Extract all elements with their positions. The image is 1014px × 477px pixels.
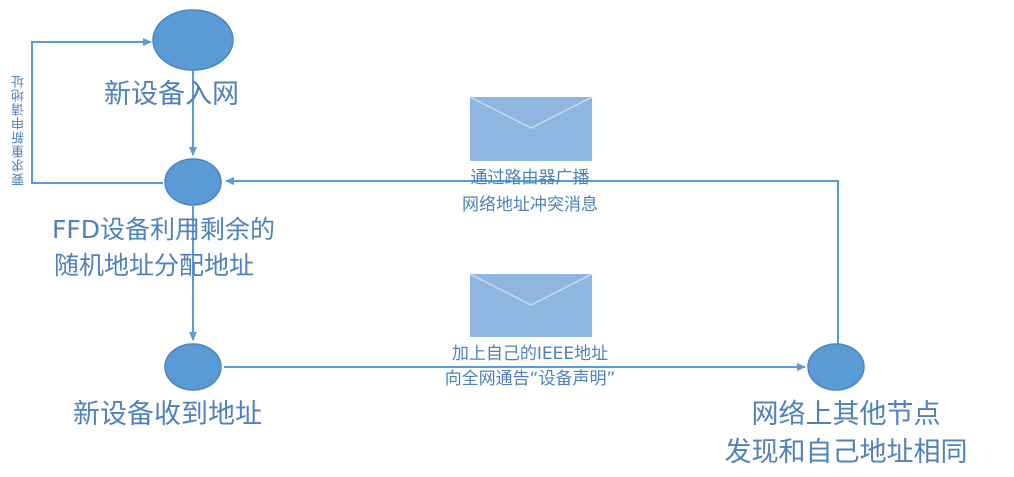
envelope-icon xyxy=(469,273,593,337)
edge-label-announce-line1: 加上自己的IEEE地址 xyxy=(451,344,609,364)
node-other-detect xyxy=(807,343,865,391)
node-label-ffd-assign: FFD设备利用剩余的 随机地址分配地址 xyxy=(52,212,275,284)
edge-label-announce: 加上自己的IEEE地址 向全网通告“设备声明” xyxy=(380,342,680,392)
node-new-device-join xyxy=(152,9,234,71)
node-label-other-detect-line1: 网络上其他节点 xyxy=(751,399,941,430)
node-label-device-receive: 新设备收到地址 xyxy=(73,399,262,430)
node-ffd-assign xyxy=(164,158,222,206)
edge-label-reapply: 要求重新申请地址 xyxy=(12,74,27,186)
node-device-receive xyxy=(164,343,222,391)
node-label-other-detect: 网络上其他节点 发现和自己地址相同 xyxy=(686,396,1006,472)
edge-label-broadcast-line2: 网络地址冲突消息 xyxy=(462,195,598,215)
node-label-new-device-join: 新设备入网 xyxy=(104,79,239,110)
edges xyxy=(31,38,839,371)
edge-broadcast-conflict xyxy=(225,177,839,344)
edge-label-broadcast-conflict: 通过路由器广播 网络地址冲突消息 xyxy=(420,165,640,219)
nodes xyxy=(152,9,865,391)
edge-label-broadcast-line1: 通过路由器广播 xyxy=(470,168,590,188)
envelope-icon xyxy=(469,96,593,161)
edge-reapply xyxy=(31,38,163,184)
node-label-ffd-assign-line1: FFD设备利用剩余的 xyxy=(52,215,276,244)
node-label-other-detect-line2: 发现和自己地址相同 xyxy=(724,437,968,468)
edge-label-announce-line2: 向全网通告“设备声明” xyxy=(444,369,616,389)
node-label-ffd-assign-line2: 随机地址分配地址 xyxy=(54,251,255,280)
